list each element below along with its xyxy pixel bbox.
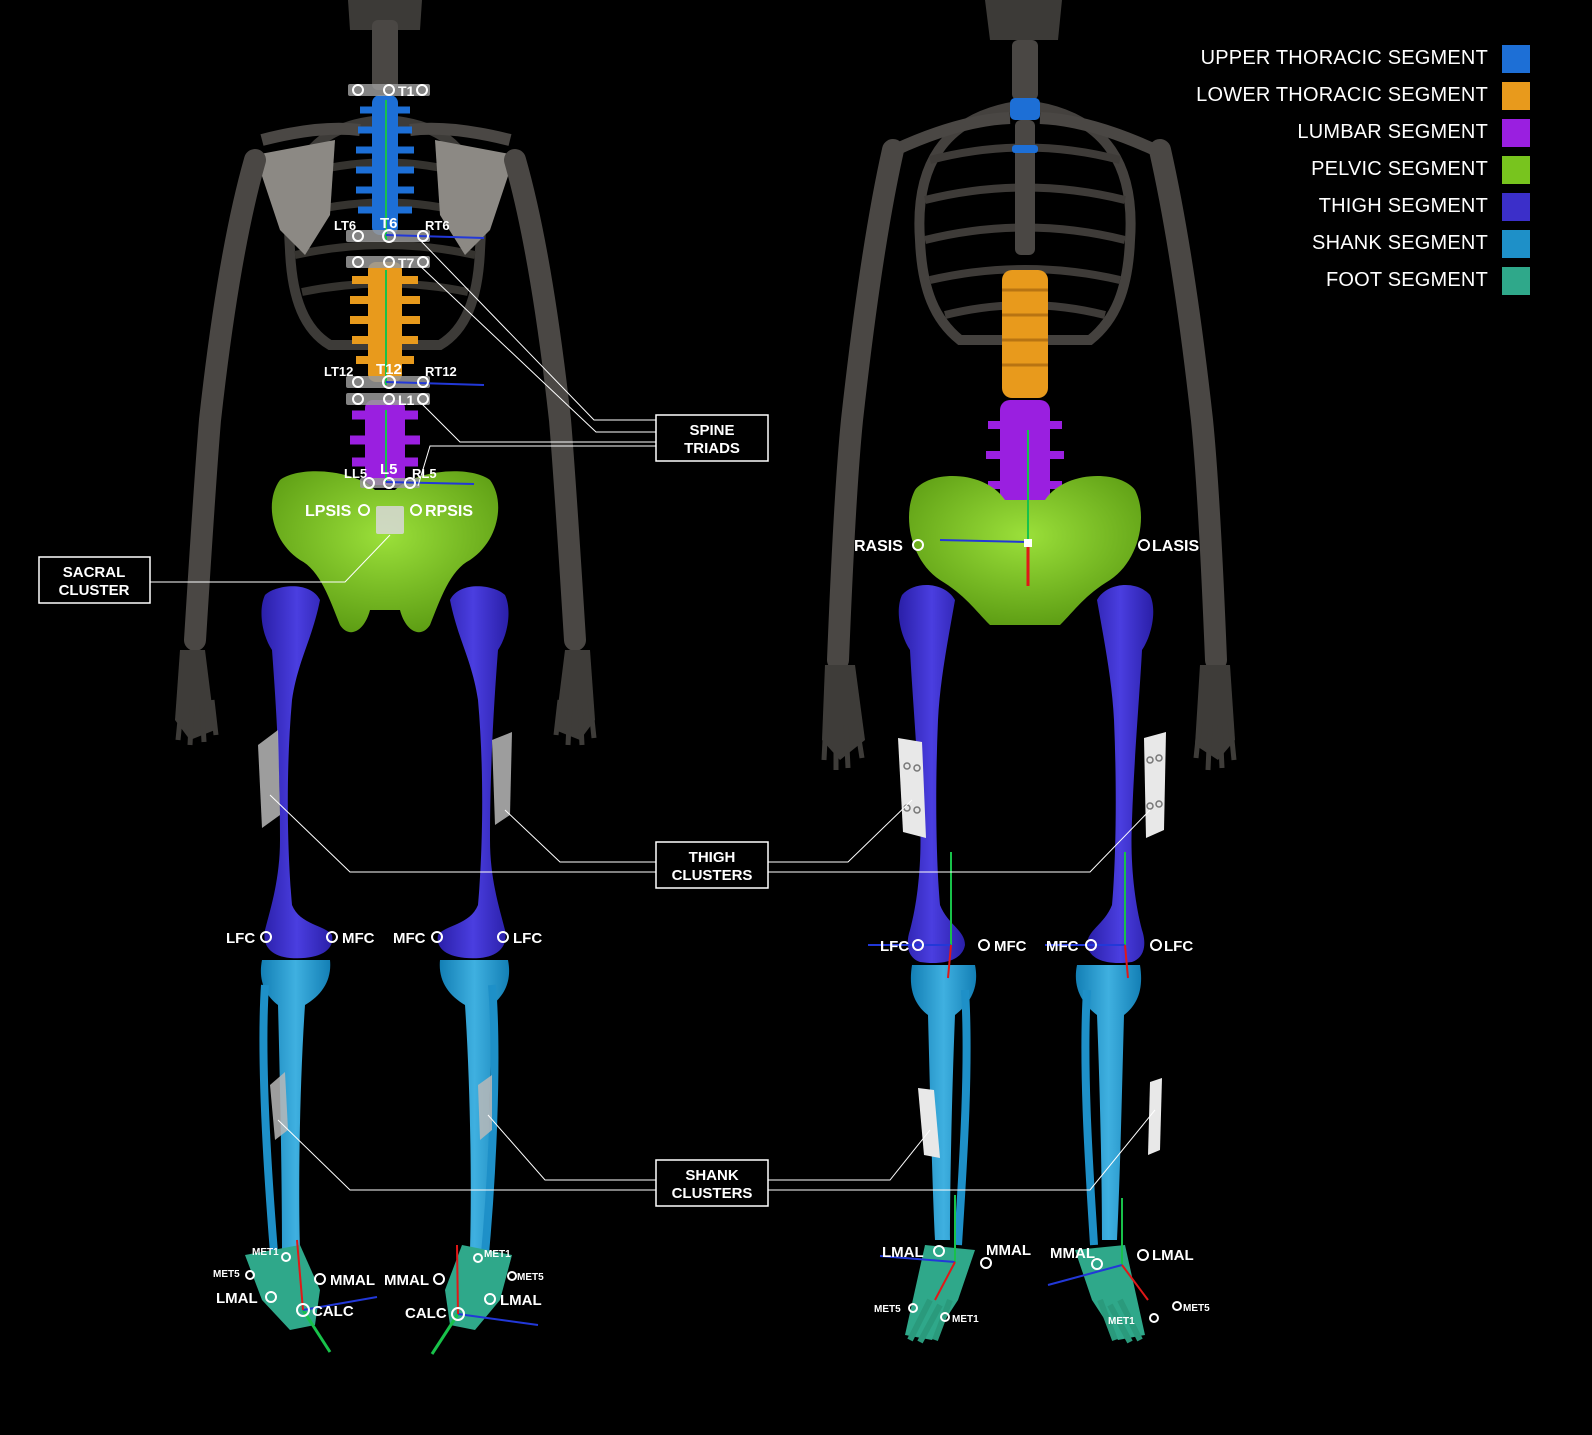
label-lmal-right: LMAL	[500, 1292, 542, 1309]
left-arm-anterior	[838, 150, 893, 660]
legend-swatch	[1502, 230, 1530, 258]
anterior-skeleton: RASIS LASIS LFC MFC MFC LFC LMAL MMAL MM…	[822, 0, 1235, 1342]
legend-label: PELVIC SEGMENT	[1311, 158, 1488, 181]
label-lfc-right: LFC	[513, 930, 542, 947]
callout-sacral-line1: SACRAL	[63, 564, 126, 581]
label-calc-left: CALC	[312, 1303, 354, 1320]
sternum	[1015, 120, 1035, 255]
legend-swatch	[1502, 267, 1530, 295]
label-mmal-right: MMAL	[384, 1272, 429, 1289]
callout-spine-line1: SPINE	[689, 422, 734, 439]
left-arm	[195, 160, 255, 640]
callout-thigh-clusters: THIGH CLUSTERS	[656, 842, 768, 888]
label-mmal-ant-right: MMAL	[1050, 1245, 1095, 1262]
label-rt12: RT12	[425, 364, 457, 379]
label-lpsis: LPSIS	[305, 503, 352, 520]
label-lfc-left: LFC	[226, 930, 255, 947]
callout-thigh-line2: CLUSTERS	[672, 867, 753, 884]
legend-item-lumbar: LUMBAR SEGMENT	[1196, 114, 1530, 151]
label-lmal-ant-left: LMAL	[882, 1244, 924, 1261]
legend-label: THIGH SEGMENT	[1319, 195, 1488, 218]
right-thigh-cluster	[492, 732, 512, 825]
skull-anterior	[985, 0, 1062, 40]
legend-label: LOWER THORACIC SEGMENT	[1196, 84, 1488, 107]
label-l1: L1	[398, 392, 415, 408]
legend-swatch	[1502, 82, 1530, 110]
label-t6: T6	[380, 215, 398, 232]
label-lasis: LASIS	[1152, 538, 1199, 555]
left-scapula	[255, 140, 335, 255]
label-met5-ant-left: MET5	[874, 1304, 901, 1315]
label-rpsis: RPSIS	[425, 503, 473, 520]
label-met1-right: MET1	[484, 1249, 511, 1260]
labels-anterior: RASIS LASIS LFC MFC MFC LFC LMAL MMAL MM…	[854, 538, 1210, 1327]
callout-spine-triads: SPINE TRIADS	[656, 415, 768, 461]
label-t7: T7	[398, 255, 415, 271]
legend-swatch	[1502, 193, 1530, 221]
label-lt12: LT12	[324, 364, 353, 379]
label-mfc-ant-right: MFC	[1046, 938, 1079, 955]
label-mfc-ant-left: MFC	[994, 938, 1027, 955]
label-lt6: LT6	[334, 218, 356, 233]
segment-legend: UPPER THORACIC SEGMENT LOWER THORACIC SE…	[1196, 40, 1530, 299]
label-mfc-right: MFC	[393, 930, 426, 947]
callout-shank-line1: SHANK	[685, 1167, 739, 1184]
legend-label: LUMBAR SEGMENT	[1297, 121, 1488, 144]
label-rasis: RASIS	[854, 538, 903, 555]
label-rl5: RL5	[412, 466, 437, 481]
legend-label: FOOT SEGMENT	[1326, 269, 1488, 292]
legend-item-shank: SHANK SEGMENT	[1196, 225, 1530, 262]
label-l5: L5	[380, 461, 398, 478]
label-met1-ant-left: MET1	[952, 1314, 979, 1325]
right-thigh-cluster-anterior	[1144, 732, 1166, 838]
legend-item-upper-thoracic: UPPER THORACIC SEGMENT	[1196, 40, 1530, 77]
right-tibia	[440, 960, 509, 1250]
legend-swatch	[1502, 156, 1530, 184]
legend-item-pelvic: PELVIC SEGMENT	[1196, 151, 1530, 188]
callout-thigh-line1: THIGH	[689, 849, 736, 866]
right-shank-cluster	[478, 1075, 492, 1140]
label-calc-right: CALC	[405, 1305, 447, 1322]
label-lfc-ant-left: LFC	[880, 938, 909, 955]
callout-sacral-line2: CLUSTER	[59, 582, 130, 599]
callout-sacral-cluster: SACRAL CLUSTER	[39, 557, 150, 603]
callout-shank-line2: CLUSTERS	[672, 1185, 753, 1202]
label-lfc-ant-right: LFC	[1164, 938, 1193, 955]
label-mmal-left: MMAL	[330, 1272, 375, 1289]
label-ll5: LL5	[344, 466, 367, 481]
upper-thoracic-anterior	[1010, 98, 1040, 120]
callout-shank-clusters: SHANK CLUSTERS	[656, 1160, 768, 1206]
lower-thoracic-anterior	[1002, 270, 1048, 398]
posterior-skeleton: T1 T6 LT6 RT6 T7 T12 LT12 RT12 L1 L5 LL5…	[175, 0, 595, 1354]
right-hand	[555, 650, 595, 740]
label-t12: T12	[376, 361, 402, 378]
right-hand-anterior	[1195, 665, 1235, 760]
label-mmal-ant-left: MMAL	[986, 1242, 1031, 1259]
label-lmal-left: LMAL	[216, 1290, 258, 1307]
legend-label: SHANK SEGMENT	[1312, 232, 1488, 255]
label-lmal-ant-right: LMAL	[1152, 1247, 1194, 1264]
right-femur-anterior	[1087, 585, 1153, 963]
label-met1-ant-right: MET1	[1108, 1316, 1135, 1327]
legend-swatch	[1502, 45, 1530, 73]
legend-item-thigh: THIGH SEGMENT	[1196, 188, 1530, 225]
right-arm	[515, 160, 575, 640]
left-thigh-cluster-anterior	[898, 738, 926, 838]
legend-item-lower-thoracic: LOWER THORACIC SEGMENT	[1196, 77, 1530, 114]
legend-swatch	[1502, 119, 1530, 147]
legend-item-foot: FOOT SEGMENT	[1196, 262, 1530, 299]
label-met5-left: MET5	[213, 1269, 240, 1280]
label-mfc-left: MFC	[342, 930, 375, 947]
left-thigh-cluster	[258, 730, 280, 828]
label-met1-left: MET1	[252, 1247, 279, 1258]
label-met5-ant-right: MET5	[1183, 1303, 1210, 1314]
legend-label: UPPER THORACIC SEGMENT	[1201, 47, 1488, 70]
callout-spine-line2: TRIADS	[684, 440, 740, 457]
label-met5-right: MET5	[517, 1272, 544, 1283]
left-shank-cluster	[270, 1072, 288, 1140]
label-rt6: RT6	[425, 218, 450, 233]
cervical-spine	[372, 20, 398, 90]
label-t1: T1	[398, 83, 415, 99]
